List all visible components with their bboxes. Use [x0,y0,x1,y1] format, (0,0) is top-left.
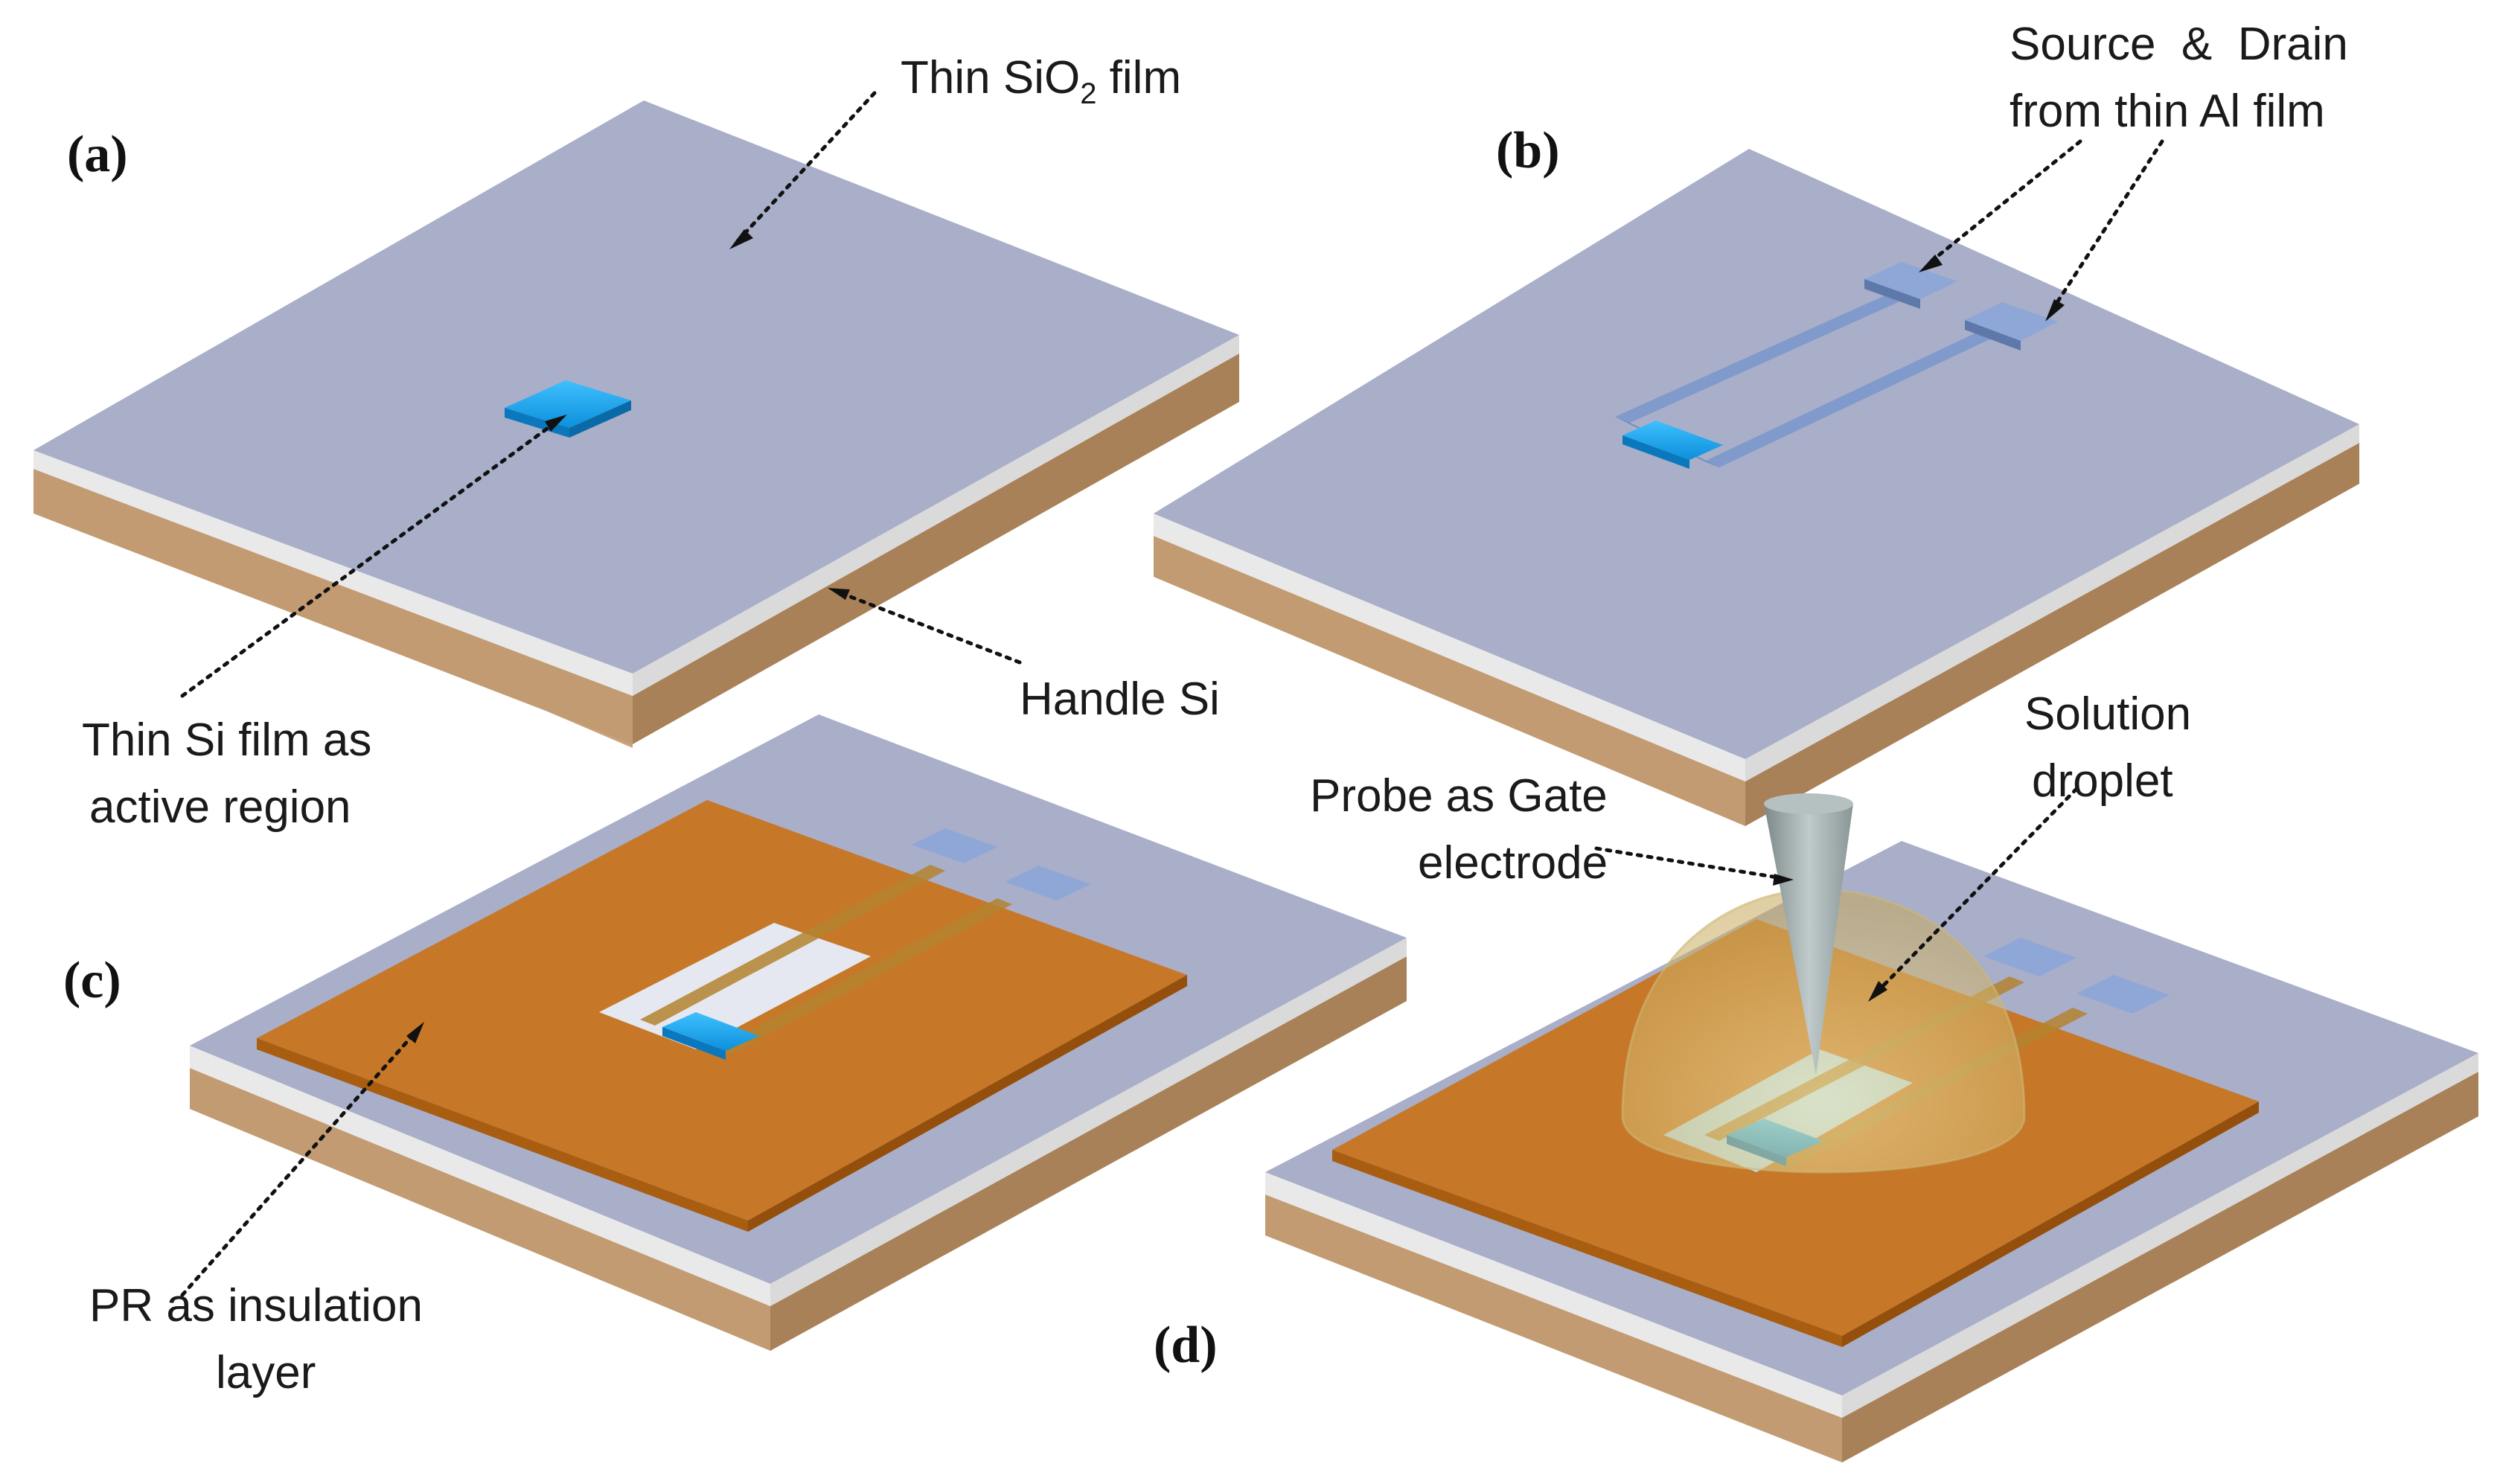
label-probe-1: Probe as Gate [1310,770,1608,822]
sio2-top-surface-b [1154,149,2359,759]
al-source-pad [1864,262,1957,299]
label-solution-2: droplet [2032,755,2173,807]
gate-probe [1764,804,1853,1075]
label-pr-2: layer [216,1347,316,1398]
label-handle-si: Handle Si [1020,674,1220,725]
al-source-pad-d [1983,938,2076,976]
panel-label-a: (a) [67,126,128,183]
al-source-pad-c [912,828,997,863]
label-probe-2: electrode [1418,837,1608,889]
label-solution-1: Solution [2024,688,2191,740]
si-active-pad [505,380,631,428]
al-drain-trace [1704,327,2002,467]
al-source-trace [1615,288,1916,423]
label-si-film-2: active region [89,781,351,833]
si-active-pad-b [1622,420,1723,460]
si-active-pad-c [662,1012,759,1051]
al-drain-pad-d [2076,975,2170,1014]
oxide-layer [33,450,633,696]
solution-droplet [1621,888,2026,1174]
al-drain-pad [1965,302,2058,341]
panel-label-b: (b) [1496,122,1560,179]
panel-label-c: (c) [63,952,121,1009]
label-source-drain-2: from thin Al film [2010,86,2325,137]
al-drain-pad-c [1005,866,1090,901]
panel-c-wafer [190,714,1407,1351]
panel-label-d: (d) [1154,1317,1218,1374]
sio2-top-surface [33,100,1239,674]
label-pr-1: PR as insulation [89,1280,423,1331]
panel-d-wafer [1265,793,2478,1462]
label-si-film-1: Thin Si film as [82,714,371,766]
label-source-drain-1: Source & Drain [2010,19,2348,70]
label-sio2-film: Thin SiO2 film [901,52,1181,110]
panel-a-wafer [33,100,1239,748]
